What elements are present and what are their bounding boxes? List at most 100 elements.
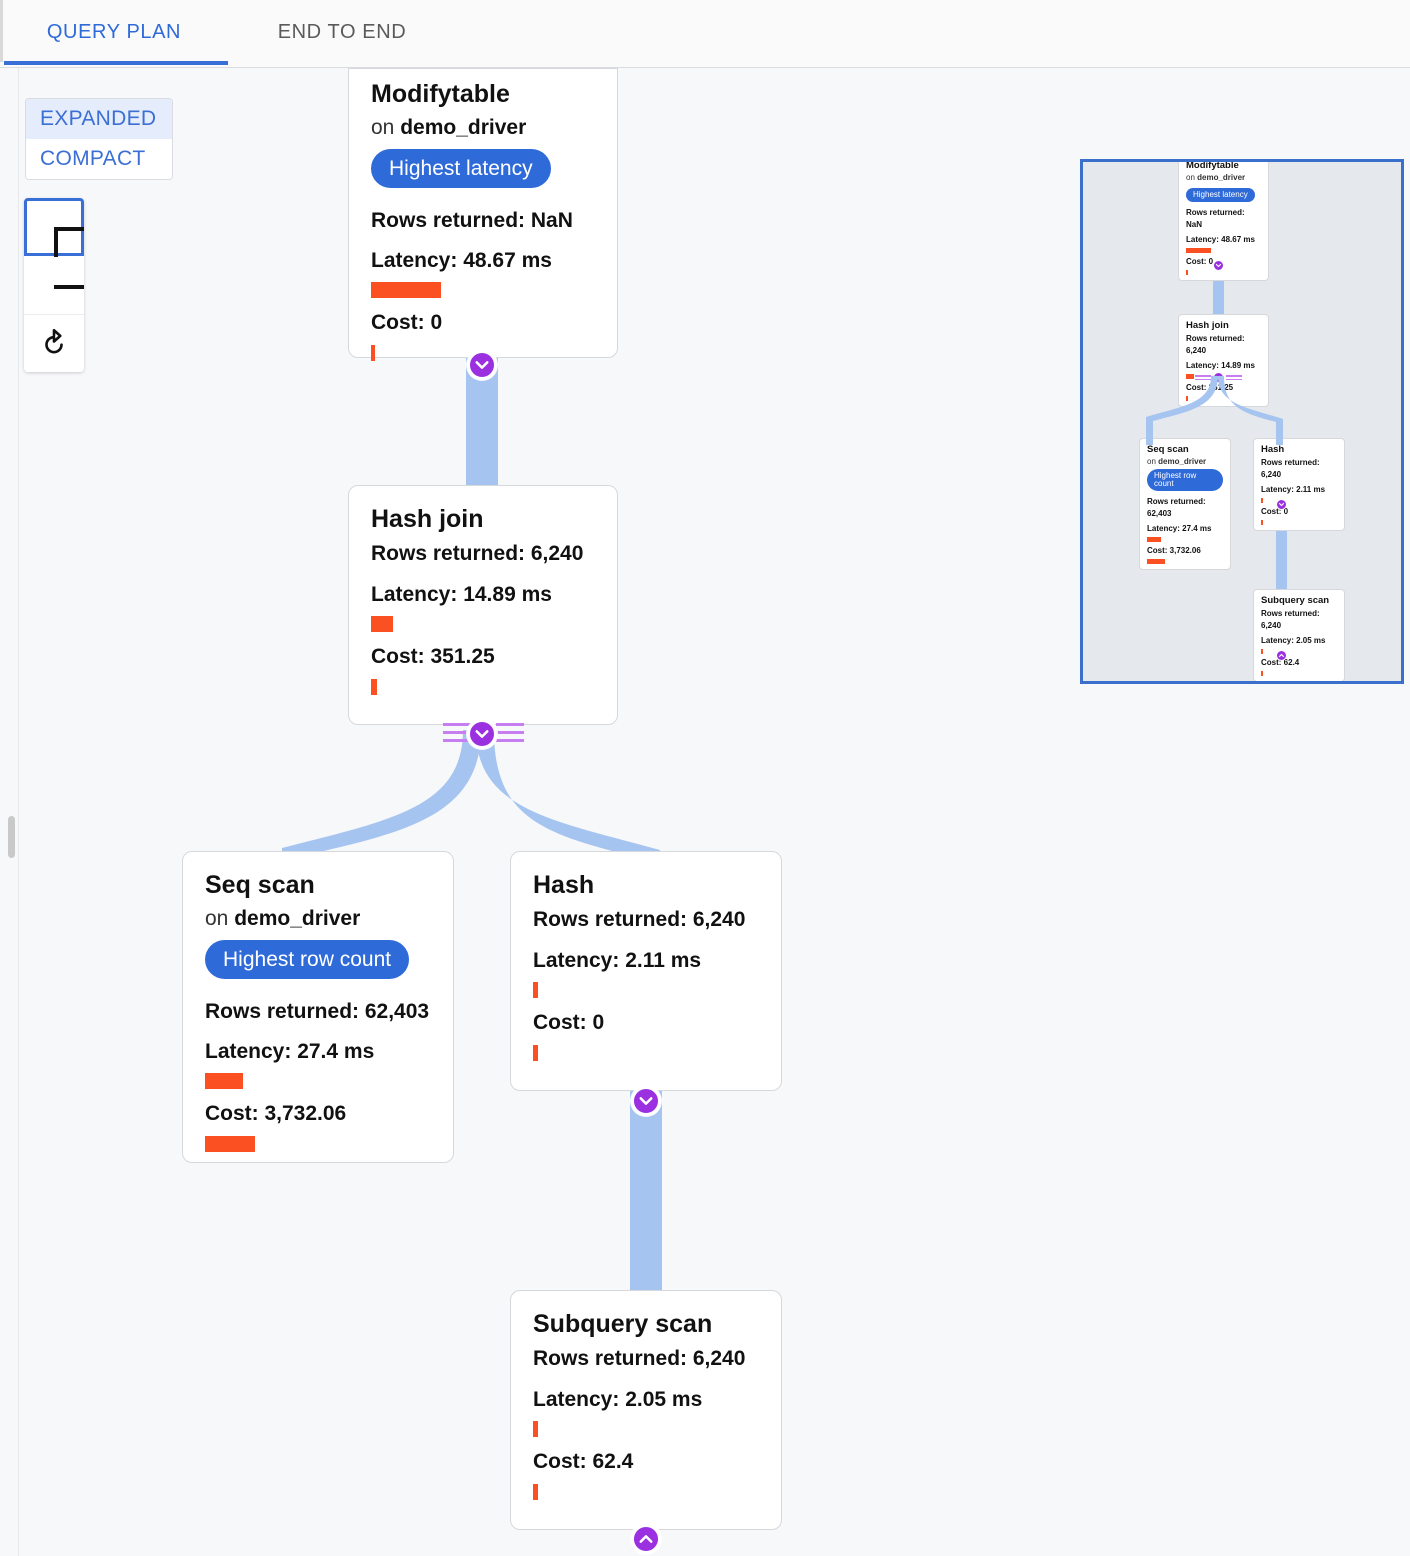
mm-node-latency: Latency: 14.89 ms	[1186, 361, 1255, 371]
zoom-controls	[24, 198, 84, 372]
tab-end-to-end[interactable]: END TO END	[228, 0, 456, 64]
reset-rotate-icon	[45, 328, 63, 353]
node-title: Modifytable	[371, 80, 510, 108]
node-latency: Latency: 14.89 ms	[371, 582, 552, 606]
view-mode-expanded-button[interactable]: EXPANDED	[26, 99, 172, 139]
latency-bar	[371, 282, 441, 299]
node-latency: Latency: 2.11 ms	[533, 948, 702, 972]
mm-node-title: Hash	[1261, 444, 1285, 455]
mm-node-rows-returned: Rows returned: 6,240	[1261, 609, 1320, 631]
node-latency: Latency: 2.05 ms	[533, 1387, 703, 1411]
chevron-down-icon	[475, 730, 489, 738]
mm-node-badge: Highest latency	[1186, 187, 1255, 202]
mm-node-title: Subquery scan	[1261, 595, 1330, 606]
view-mode-toggle: EXPANDED COMPACT	[25, 98, 173, 180]
mm-latency-bar	[1186, 247, 1211, 253]
chevron-down-icon	[1215, 263, 1222, 268]
node-latency: Latency: 48.67 ms	[371, 249, 552, 273]
mm-node-cost: Cost: 3,732.06	[1147, 545, 1201, 555]
mm-cost-bar	[1261, 520, 1263, 526]
mm-node-cost: Cost: 0	[1186, 256, 1214, 266]
mm-connector-subquery-scan[interactable]	[1276, 650, 1287, 661]
mm-node-seq-scan[interactable]: Seq scan on demo_driver Highest row coun…	[1139, 438, 1231, 570]
hash-join-handle-bars-left	[443, 723, 471, 747]
latency-bar	[205, 1073, 243, 1090]
panel-resize-handle-top[interactable]	[0, 0, 3, 62]
mm-cost-bar	[1147, 558, 1165, 564]
node-badge: Highest row count	[205, 939, 410, 979]
plan-node-modifytable[interactable]: Modifytable on demo_driver Highest laten…	[348, 68, 618, 361]
node-relation: on demo_driver	[371, 116, 527, 140]
node-relation-name: demo_driver	[400, 116, 527, 140]
mm-edge-hash-join-hash	[1218, 376, 1283, 445]
canvas-left-divider	[18, 68, 19, 1556]
zoom-in-button[interactable]	[24, 198, 84, 256]
latency-bar	[533, 1421, 538, 1438]
hash-join-handle-bars-right	[496, 723, 524, 747]
cost-bar	[205, 1135, 255, 1152]
connector-modifytable-collapse[interactable]	[467, 350, 497, 380]
node-title: Hash	[533, 871, 595, 899]
plan-node-subquery-scan[interactable]: Subquery scan Rows returned: 6,240 Laten…	[510, 1290, 782, 1530]
latency-bar	[533, 982, 538, 999]
mm-node-relation-name: demo_driver	[1197, 173, 1246, 183]
minimap[interactable]: Modifytable on demo_driver Highest laten…	[1080, 159, 1404, 684]
mm-cost-bar	[1261, 671, 1263, 677]
connector-hash-join-collapse[interactable]	[467, 719, 497, 749]
node-rows-returned: Rows returned: 6,240	[371, 542, 584, 566]
mm-node-rows-returned: Rows returned: 6,240	[1261, 458, 1320, 480]
mm-node-relation: on demo_driver	[1186, 173, 1246, 183]
view-mode-compact-button[interactable]: COMPACT	[26, 139, 172, 179]
node-cost: Cost: 0	[371, 311, 443, 335]
tab-query-plan[interactable]: QUERY PLAN	[0, 0, 228, 64]
node-relation-name: demo_driver	[234, 907, 361, 931]
mm-edge-hash-subquery-scan	[1276, 502, 1287, 602]
mm-node-relation: on demo_driver	[1147, 457, 1207, 467]
cost-bar	[371, 678, 377, 695]
mm-latency-bar	[1186, 374, 1194, 380]
node-cost: Cost: 0	[533, 1011, 605, 1035]
mm-node-modifytable[interactable]: Modifytable on demo_driver Highest laten…	[1178, 162, 1269, 281]
node-rows-returned: Rows returned: NaN	[371, 208, 573, 232]
node-title: Seq scan	[205, 871, 315, 899]
reset-view-button[interactable]	[24, 314, 84, 372]
node-latency: Latency: 27.4 ms	[205, 1040, 375, 1064]
plan-node-hash[interactable]: Hash Rows returned: 6,240 Latency: 2.11 …	[510, 851, 782, 1091]
edge-hash-join-to-hash	[476, 730, 660, 928]
zoom-out-button[interactable]	[24, 256, 84, 314]
mm-node-latency: Latency: 48.67 ms	[1186, 234, 1255, 244]
plan-node-seq-scan[interactable]: Seq scan on demo_driver Highest row coun…	[182, 851, 454, 1163]
mm-node-hash[interactable]: Hash Rows returned: 6,240 Latency: 2.11 …	[1253, 438, 1345, 532]
mm-node-rows-returned: Rows returned: 6,240	[1186, 334, 1245, 356]
mm-connector-modifytable[interactable]	[1213, 260, 1224, 271]
node-rows-returned: Rows returned: 6,240	[533, 1347, 746, 1371]
mm-node-title: Hash join	[1186, 320, 1229, 331]
mm-latency-bar	[1261, 498, 1263, 504]
mm-node-rows-returned: Rows returned: 62,403	[1147, 496, 1206, 518]
canvas-scrollbar-thumb[interactable]	[8, 816, 15, 858]
mm-node-rows-returned: Rows returned: NaN	[1186, 207, 1245, 229]
chevron-down-icon	[639, 1097, 653, 1105]
mm-node-cost: Cost: 62.4	[1261, 658, 1300, 668]
node-cost: Cost: 3,732.06	[205, 1102, 347, 1126]
latency-bar	[371, 616, 393, 633]
tab-bar: QUERY PLAN END TO END	[0, 0, 1410, 68]
connector-subquery-scan-expand[interactable]	[631, 1524, 661, 1554]
plan-node-hash-join[interactable]: Hash join Rows returned: 6,240 Latency: …	[348, 485, 618, 725]
chevron-up-icon	[1278, 653, 1285, 658]
mm-cost-bar	[1186, 396, 1188, 402]
connector-hash-collapse[interactable]	[631, 1086, 661, 1116]
mm-node-cost: Cost: 0	[1261, 507, 1289, 517]
query-plan-canvas[interactable]: EXPANDED COMPACT Modifytable on demo_dri…	[0, 68, 1410, 1556]
mm-node-badge: Highest row count	[1147, 468, 1223, 491]
mm-latency-bar	[1147, 536, 1161, 542]
mm-connector-hash[interactable]	[1276, 499, 1287, 510]
node-title: Subquery scan	[533, 1310, 713, 1338]
mm-node-subquery-scan[interactable]: Subquery scan Rows returned: 6,240 Laten…	[1253, 589, 1345, 681]
cost-bar	[533, 1483, 538, 1500]
chevron-down-icon	[475, 361, 489, 369]
mm-hash-join-handle-left	[1195, 375, 1211, 382]
node-relation: on demo_driver	[205, 907, 361, 931]
mm-node-title: Seq scan	[1147, 444, 1189, 455]
node-rows-returned: Rows returned: 6,240	[533, 908, 746, 932]
